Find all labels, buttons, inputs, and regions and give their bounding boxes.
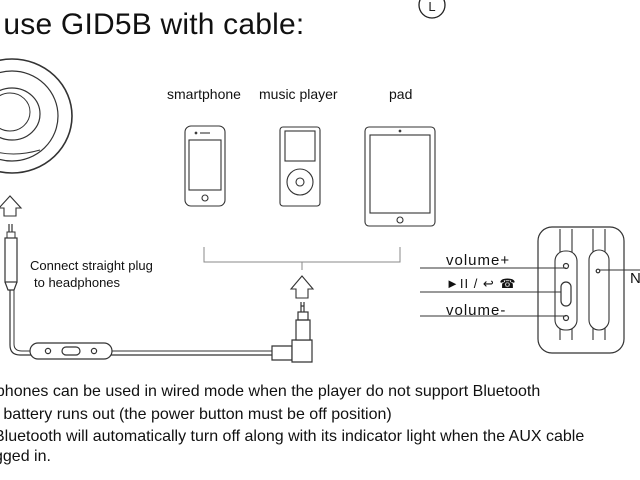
corner-badge-letter: L — [428, 0, 435, 14]
note-paragraph-line3: Bluetooth will automatically turn off al… — [0, 428, 585, 445]
remote-control-detail — [537, 226, 625, 354]
device-bracket — [203, 247, 401, 270]
straight-plug — [4, 224, 18, 291]
cut-off-label: N — [630, 270, 640, 287]
angled-plug — [271, 302, 313, 363]
smartphone-label: smartphone — [167, 86, 241, 102]
headphone-earcup — [0, 58, 73, 174]
arrow-up-icon — [0, 195, 23, 217]
note-paragraph-line1: dphones can be used in wired mode when t… — [0, 383, 541, 400]
volume-up-label: volume+ — [446, 252, 511, 269]
cable-inner — [13, 290, 272, 352]
control-leader-lines — [420, 267, 640, 317]
plug-note-line1: Connect straight plug — [30, 258, 153, 273]
cable — [9, 290, 272, 356]
page-title: o use GID5B with cable: — [0, 8, 305, 41]
inline-remote — [29, 342, 113, 360]
corner-badge: L — [418, 0, 446, 19]
arrow-up-icon-2 — [289, 275, 315, 299]
plug-note-line2: to headphones — [34, 275, 121, 290]
note-paragraph-line2: e battery runs out (the power button mus… — [0, 406, 392, 423]
pad-label: pad — [389, 86, 413, 102]
volume-down-label: volume- — [446, 302, 507, 319]
smartphone-icon — [184, 125, 226, 207]
pad-icon — [364, 126, 436, 227]
play-pause-call-label: ►II / ↩ ☎ — [446, 276, 517, 291]
music-player-icon — [279, 126, 321, 207]
music-player-label: music player — [259, 86, 338, 102]
note-paragraph-line4: gged in. — [0, 448, 51, 465]
